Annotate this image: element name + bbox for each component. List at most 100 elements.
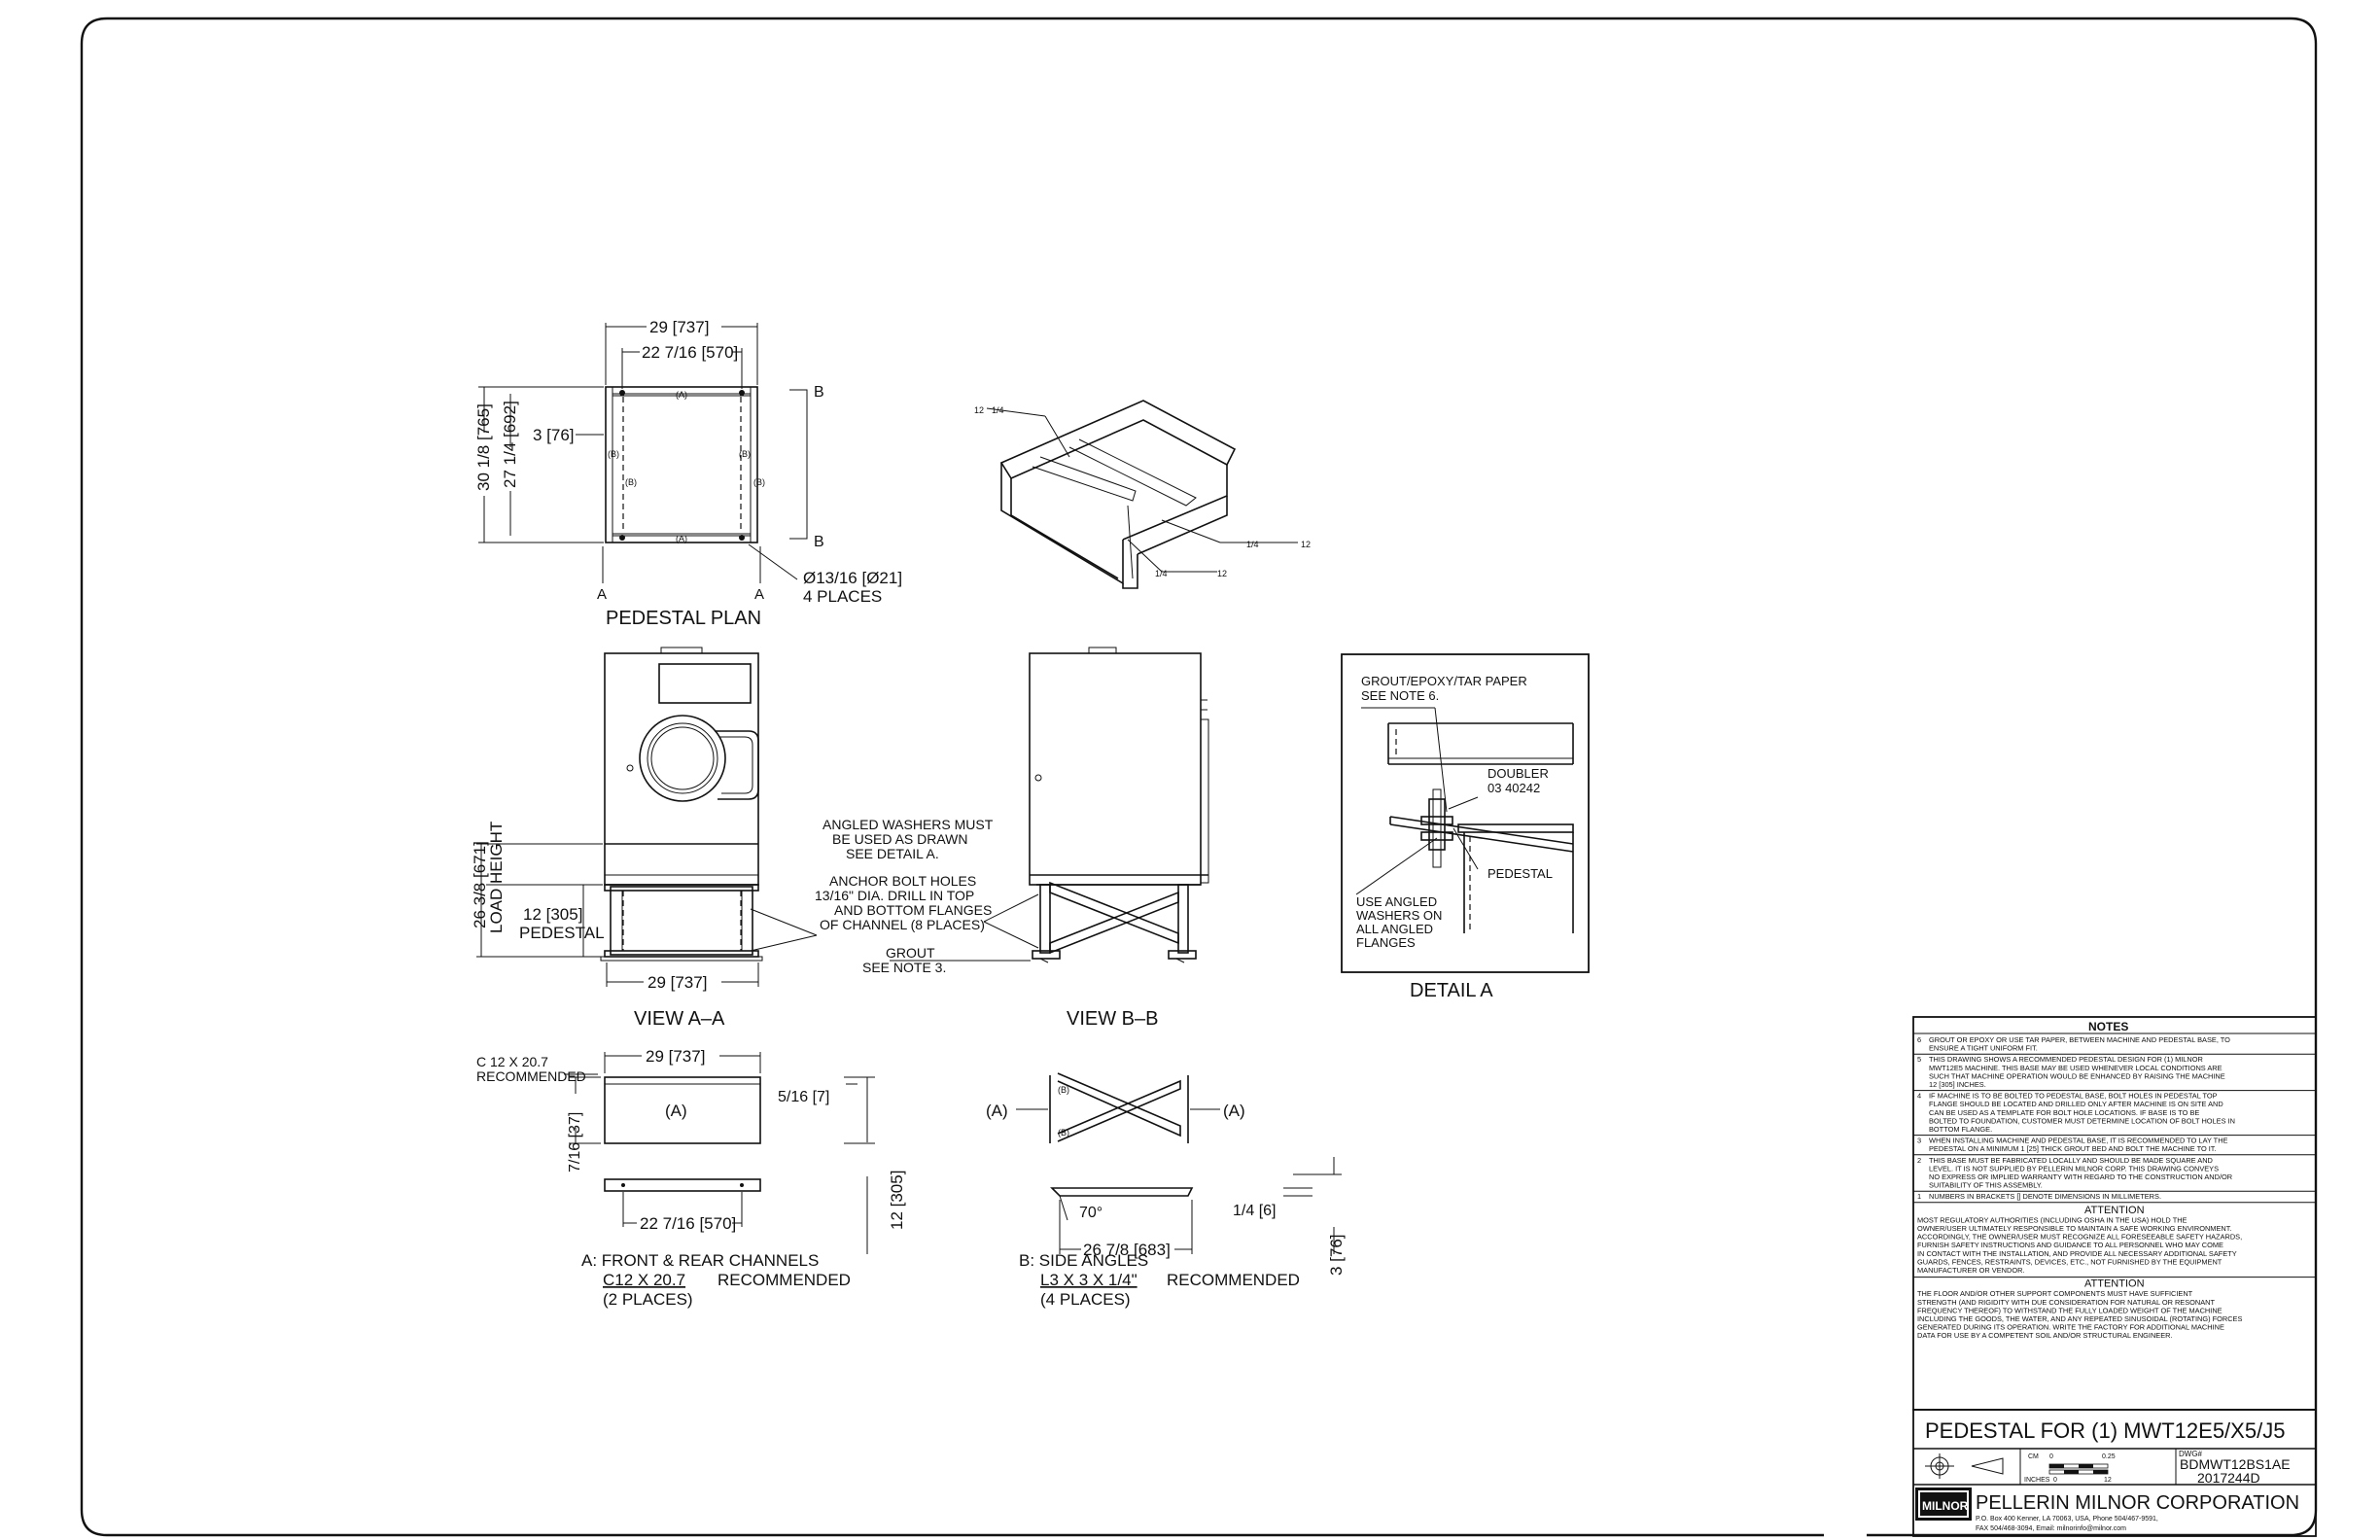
company-name: PELLERIN MILNOR CORPORATION: [1976, 1492, 2299, 1514]
detail-grout-2: SEE NOTE 6.: [1361, 688, 1439, 703]
note-number: 5: [1917, 1055, 1921, 1064]
plan-callout-b-right: (B): [739, 449, 751, 459]
attention-line: MANUFACTURER OR VENDOR.: [1917, 1266, 2024, 1275]
notes-header: NOTES: [2088, 1020, 2128, 1033]
channel-height: 12 [305]: [888, 1171, 906, 1230]
bb-note-bolts-3: AND BOTTOM FLANGES: [834, 902, 992, 918]
weld-dim-2: 12: [1301, 540, 1311, 549]
scale-i0: 0: [2053, 1477, 2057, 1484]
plan-dim-depth-inner: 27 1/4 [692]: [501, 401, 519, 488]
company-address-1: P.O. Box 400 Kenner, LA 70063, USA, Phon…: [1976, 1516, 2158, 1522]
attention-line: THE FLOOR AND/OR OTHER SUPPORT COMPONENT…: [1917, 1289, 2193, 1298]
channel-caption-qty: (2 PLACES): [603, 1290, 693, 1309]
angle-thick: 1/4 [6]: [1233, 1203, 1276, 1219]
scale-025: 0.25: [2102, 1453, 2116, 1460]
aa-load-height: 26 3/8 [671]: [471, 841, 489, 928]
section-b-top: B: [814, 384, 824, 401]
plan-callout-a-bottom: (A): [676, 534, 687, 543]
plan-hole-note-1: Ø13/16 [Ø21]: [803, 569, 902, 587]
angle-caption-qty: (4 PLACES): [1040, 1290, 1131, 1309]
angle-right: (A): [1223, 1102, 1245, 1120]
weld-callout-3: 1/4: [1155, 569, 1168, 578]
note-line: 12 [305] INCHES.: [1929, 1080, 1986, 1089]
attention-line: INCLUDING THE GOODS, THE WATER, AND ANY …: [1917, 1314, 2242, 1323]
angle-callout-b-2: (B): [1058, 1128, 1069, 1138]
aa-pedestal-label: PEDESTAL: [519, 924, 605, 942]
detail-washers-1: USE ANGLED: [1356, 894, 1437, 909]
channel-detail: 29 [737] (A) 22 7/16 [570] 7/16 [37] 5/1…: [476, 1047, 906, 1309]
attention-line: MOST REGULATORY AUTHORITIES (INCLUDING O…: [1917, 1215, 2188, 1224]
attention-line: FURNISH SAFETY INSTRUCTIONS AND GUIDANCE…: [1917, 1241, 2223, 1249]
note-number: 1: [1917, 1192, 1921, 1201]
channel-caption: A: FRONT & REAR CHANNELS: [581, 1251, 819, 1270]
note-line: BOTTOM FLANGE.: [1929, 1125, 1992, 1134]
note-line: GROUT OR EPOXY OR USE TAR PAPER, BETWEEN…: [1929, 1035, 2230, 1044]
view-bb: ANGLED WASHERS MUST BE USED AS DRAWN SEE…: [815, 647, 1209, 1030]
attention-line: GENERATED DURING ITS OPERATION. WRITE TH…: [1917, 1323, 2224, 1332]
note-number: 6: [1917, 1035, 1921, 1044]
weld-callout-2: 1/4: [1246, 540, 1259, 549]
attention-line: GUARDS, FENCES, RESTRAINTS, DEVICES, ETC…: [1917, 1257, 2222, 1266]
note-line: MWT12E5 MACHINE. THIS BASE MAY BE USED W…: [1929, 1064, 2222, 1072]
milnor-logo: MILNOR: [1922, 1499, 1969, 1513]
aa-base-width: 29 [737]: [648, 973, 707, 992]
scale-inches: INCHES: [2024, 1477, 2050, 1484]
scale-0: 0: [2049, 1453, 2053, 1460]
note-line: WHEN INSTALLING MACHINE AND PEDESTAL BAS…: [1929, 1137, 2228, 1145]
weld-dim-3: 12: [1217, 569, 1227, 578]
pedestal-plan: 29 [737] 22 7/16 [570] 30 1/8 [765] 27 1…: [474, 318, 902, 629]
bb-note-washers-2: BE USED AS DRAWN: [832, 831, 968, 847]
note-number: 4: [1917, 1092, 1921, 1101]
plan-callout-b-right2: (B): [753, 477, 765, 487]
attention-header: ATTENTION: [2084, 1205, 2145, 1216]
attention-line: FREQUENCY THEREOF) TO WITHSTAND THE FULL…: [1917, 1306, 2222, 1314]
drawing-title: PEDESTAL FOR (1) MWT12E5/X5/J5: [1925, 1418, 2285, 1443]
bb-note-washers-1: ANGLED WASHERS MUST: [822, 817, 994, 832]
bb-note-grout-2: SEE NOTE 3.: [862, 960, 946, 975]
title-block: PEDESTAL FOR (1) MWT12E5/X5/J5 CM 0 0.25…: [1912, 1409, 2317, 1537]
notes-block: NOTES 6 GROUT OR EPOXY OR USE TAR PAPER, …: [1912, 1016, 2317, 1411]
scale-cm: CM: [2028, 1453, 2039, 1460]
detail-pedestal: PEDESTAL: [1488, 866, 1553, 881]
channel-caption-rec: RECOMMENDED: [718, 1271, 851, 1289]
attention-line: IN CONTACT WITH THE INSTALLATION, AND PR…: [1917, 1249, 2237, 1258]
channel-spec-line: C 12 X 20.7: [476, 1054, 548, 1069]
note-line: SUCH THAT MACHINE OPERATION WOULD BE ENH…: [1929, 1071, 2225, 1080]
aa-pedestal-height: 12 [305]: [523, 905, 582, 924]
detail-washers-3: ALL ANGLED: [1356, 922, 1433, 936]
attention-line: ACCORDINGLY, THE OWNER/USER MUST RECOGNI…: [1917, 1233, 2242, 1242]
bb-note-bolts-4: OF CHANNEL (8 PLACES): [820, 917, 985, 932]
dwg-label: DWG#: [2179, 1450, 2203, 1458]
channel-thickness: 5/16 [7]: [778, 1089, 829, 1105]
view-aa: 26 3/8 [671] LOAD HEIGHT 12 [305] PEDEST…: [471, 647, 818, 1030]
attention-line: STRENGTH (AND RIGIDITY WITH DUE CONSIDER…: [1917, 1298, 2216, 1307]
detail-grout-1: GROUT/EPOXY/TAR PAPER: [1361, 674, 1527, 688]
plan-hole-note-2: 4 PLACES: [803, 587, 882, 606]
plan-dim-depth-overall: 30 1/8 [765]: [474, 403, 493, 491]
bb-note-bolts-2: 13/16" DIA. DRILL IN TOP: [815, 888, 974, 903]
notes-list: 6 GROUT OR EPOXY OR USE TAR PAPER, BETWEE…: [1913, 1035, 2316, 1204]
note-line: LEVEL. IT IS NOT SUPPLIED BY PELLERIN MI…: [1929, 1164, 2219, 1172]
channel-spec-rec: RECOMMENDED: [476, 1068, 586, 1084]
section-a-right: A: [754, 586, 764, 603]
detail-washers-4: FLANGES: [1356, 935, 1416, 950]
detail-doubler-2: 03 40242: [1488, 781, 1540, 795]
note-line: PEDESTAL ON A MINIMUM 1 [25] THICK GROUT…: [1929, 1144, 2217, 1153]
note-line: CAN BE USED AS A TEMPLATE FOR BOLT HOLE …: [1929, 1108, 2199, 1117]
note-line: IF MACHINE IS TO BE BOLTED TO PEDESTAL B…: [1929, 1092, 2218, 1101]
angle-caption: B: SIDE ANGLES: [1019, 1251, 1148, 1270]
note-line: THIS BASE MUST BE FABRICATED LOCALLY AND…: [1929, 1156, 2213, 1165]
angle-leg: 3 [76]: [1327, 1234, 1346, 1276]
detail-a: GROUT/EPOXY/TAR PAPER SEE NOTE 6. DOUBLE…: [1341, 653, 1590, 1001]
bb-note-washers-3: SEE DETAIL A.: [846, 846, 939, 861]
note-line: THIS DRAWING SHOWS A RECOMMENDED PEDESTA…: [1929, 1055, 2203, 1064]
attention-line: DATA FOR USE BY A COMPETENT SOIL AND/OR …: [1917, 1331, 2173, 1340]
angle-caption-spec: L3 X 3 X 1/4": [1040, 1271, 1138, 1289]
attention-header: ATTENTION: [2084, 1278, 2145, 1290]
plan-dim-width-inner: 22 7/16 [570]: [642, 343, 738, 362]
channel-caption-spec: C12 X 20.7: [603, 1271, 685, 1289]
plan-dim-width-overall: 29 [737]: [649, 318, 709, 336]
company-address-2: FAX 504/468-3094, Email: milnorinfo@miln…: [1976, 1525, 2126, 1532]
